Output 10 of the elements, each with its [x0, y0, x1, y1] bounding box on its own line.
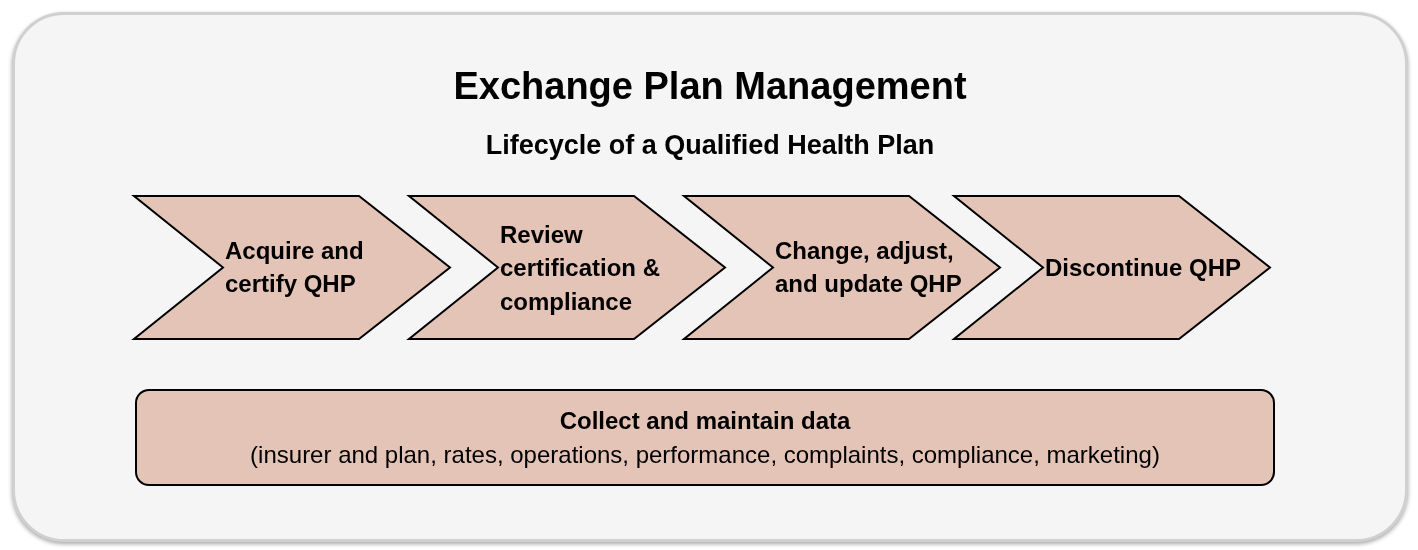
- step-label: Change, adjust, and update QHP: [775, 235, 963, 300]
- data-box: [135, 389, 1275, 486]
- box-heading: Collect and maintain data: [559, 406, 851, 435]
- diagram-heading: Exchange Plan Management: [453, 65, 967, 108]
- step-label: Review certification & compliance: [500, 219, 662, 317]
- step-label: Acquire and certify QHP: [225, 235, 365, 300]
- diagram-subheading: Lifecycle of a Qualified Health Plan: [485, 130, 935, 161]
- box-description: (insurer and plan, rates, operations, performance, complaints, compliance, marketing): [250, 440, 1160, 469]
- step-label: Discontinue QHP: [1045, 252, 1243, 283]
- panel-background: [12, 12, 1408, 542]
